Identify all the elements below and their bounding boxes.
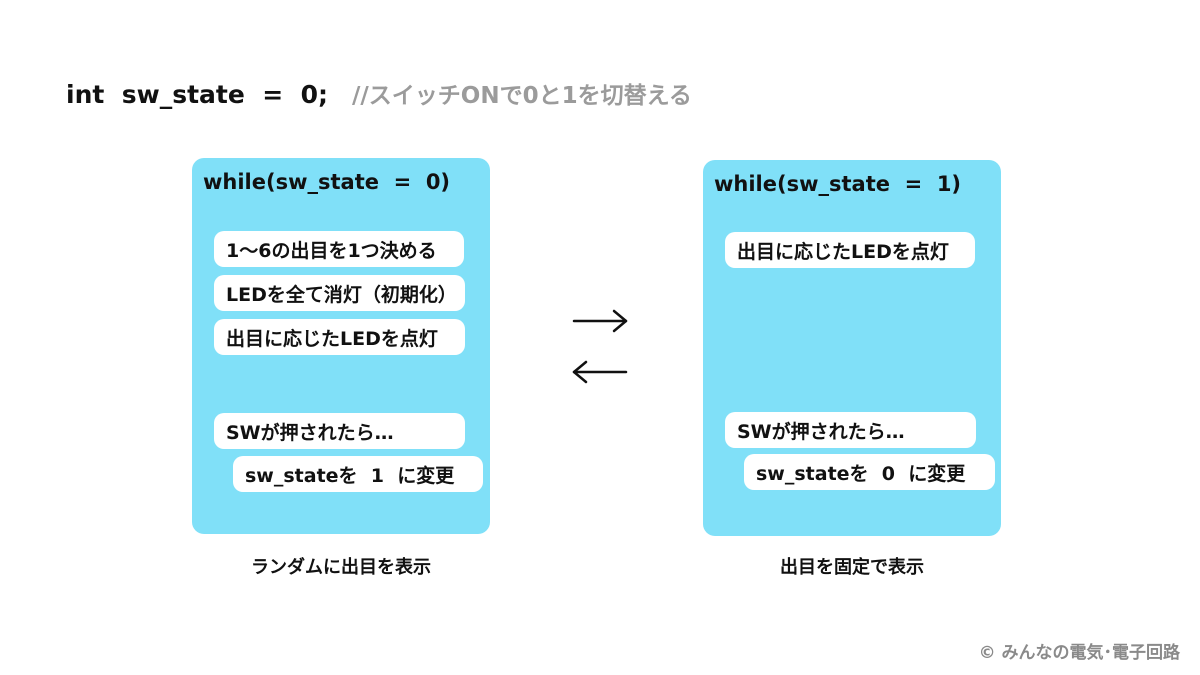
right-arrow-icon: [572, 309, 628, 333]
step-switch-pressed: SWが押されたら…: [725, 412, 976, 448]
step-light-leds: 出目に応じたLEDを点灯: [725, 232, 975, 268]
copyright-notice: © みんなの電気･電子回路: [978, 643, 1180, 663]
step-set-state-1: sw_stateを 1 に変更: [233, 456, 483, 492]
step-decide-number: 1〜6の出目を1つ決める: [214, 231, 464, 267]
loop-title-state-1: while(sw_state = 1): [714, 172, 962, 196]
code-comment: //スイッチONで0と1を切替える: [351, 83, 692, 109]
loop-title-state-0: while(sw_state = 0): [203, 170, 451, 194]
step-switch-pressed: SWが押されたら…: [214, 413, 465, 449]
left-arrow-icon: [572, 360, 628, 384]
loop-panel-state-0: while(sw_state = 0) 1〜6の出目を1つ決める LEDを全て消…: [192, 158, 490, 534]
step-light-leds: 出目に応じたLEDを点灯: [214, 319, 465, 355]
loop-panel-state-1: while(sw_state = 1) 出目に応じたLEDを点灯 SWが押された…: [703, 160, 1001, 536]
step-turn-off-leds: LEDを全て消灯（初期化）: [214, 275, 465, 311]
code-header: int sw_state = 0; //スイッチONで0と1を切替える: [66, 76, 692, 110]
caption-random-display: ランダムに出目を表示: [251, 557, 431, 578]
variable-declaration: int sw_state = 0;: [66, 80, 328, 109]
step-set-state-0: sw_stateを 0 に変更: [744, 454, 995, 490]
caption-fixed-display: 出目を固定で表示: [780, 557, 924, 578]
